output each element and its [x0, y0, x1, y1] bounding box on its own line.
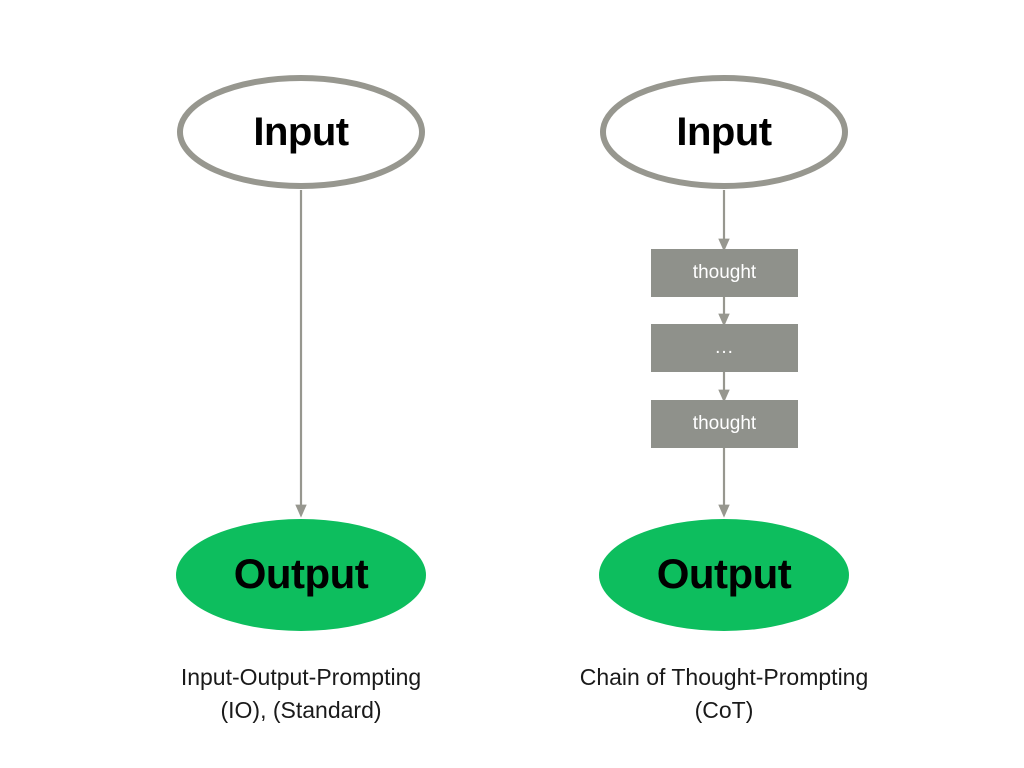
- cot-thought-box-3: [651, 400, 798, 448]
- io-panel-graphics: [176, 75, 426, 631]
- io-output-label: Output: [233, 550, 369, 597]
- io-output-ellipse: [176, 519, 426, 631]
- cot-thought-label-1: thought: [692, 262, 757, 283]
- cot-caption-line-1: Chain of Thought-Prompting: [579, 664, 869, 690]
- io-caption: Input-Output-Prompting (IO), (Standard): [151, 661, 451, 727]
- cot-thought-label-2: ...: [715, 337, 734, 358]
- cot-caption: Chain of Thought-Prompting (CoT): [564, 661, 884, 727]
- cot-thought-box-2: [651, 324, 798, 372]
- cot-output-ellipse: [599, 519, 849, 631]
- io-caption-line-2: (IO), (Standard): [220, 697, 382, 723]
- cot-input-label: Input: [676, 110, 772, 154]
- cot-thought-label-3: thought: [692, 413, 757, 434]
- io-input-ellipse: [177, 75, 425, 189]
- cot-thought-box-1: [651, 249, 798, 297]
- cot-caption-line-2: (CoT): [694, 697, 754, 723]
- cot-output-label: Output: [656, 550, 792, 597]
- io-input-label: Input: [253, 110, 349, 154]
- cot-input-ellipse: [600, 75, 848, 189]
- io-caption-line-1: Input-Output-Prompting: [180, 664, 422, 690]
- cot-panel-graphics: [599, 75, 849, 631]
